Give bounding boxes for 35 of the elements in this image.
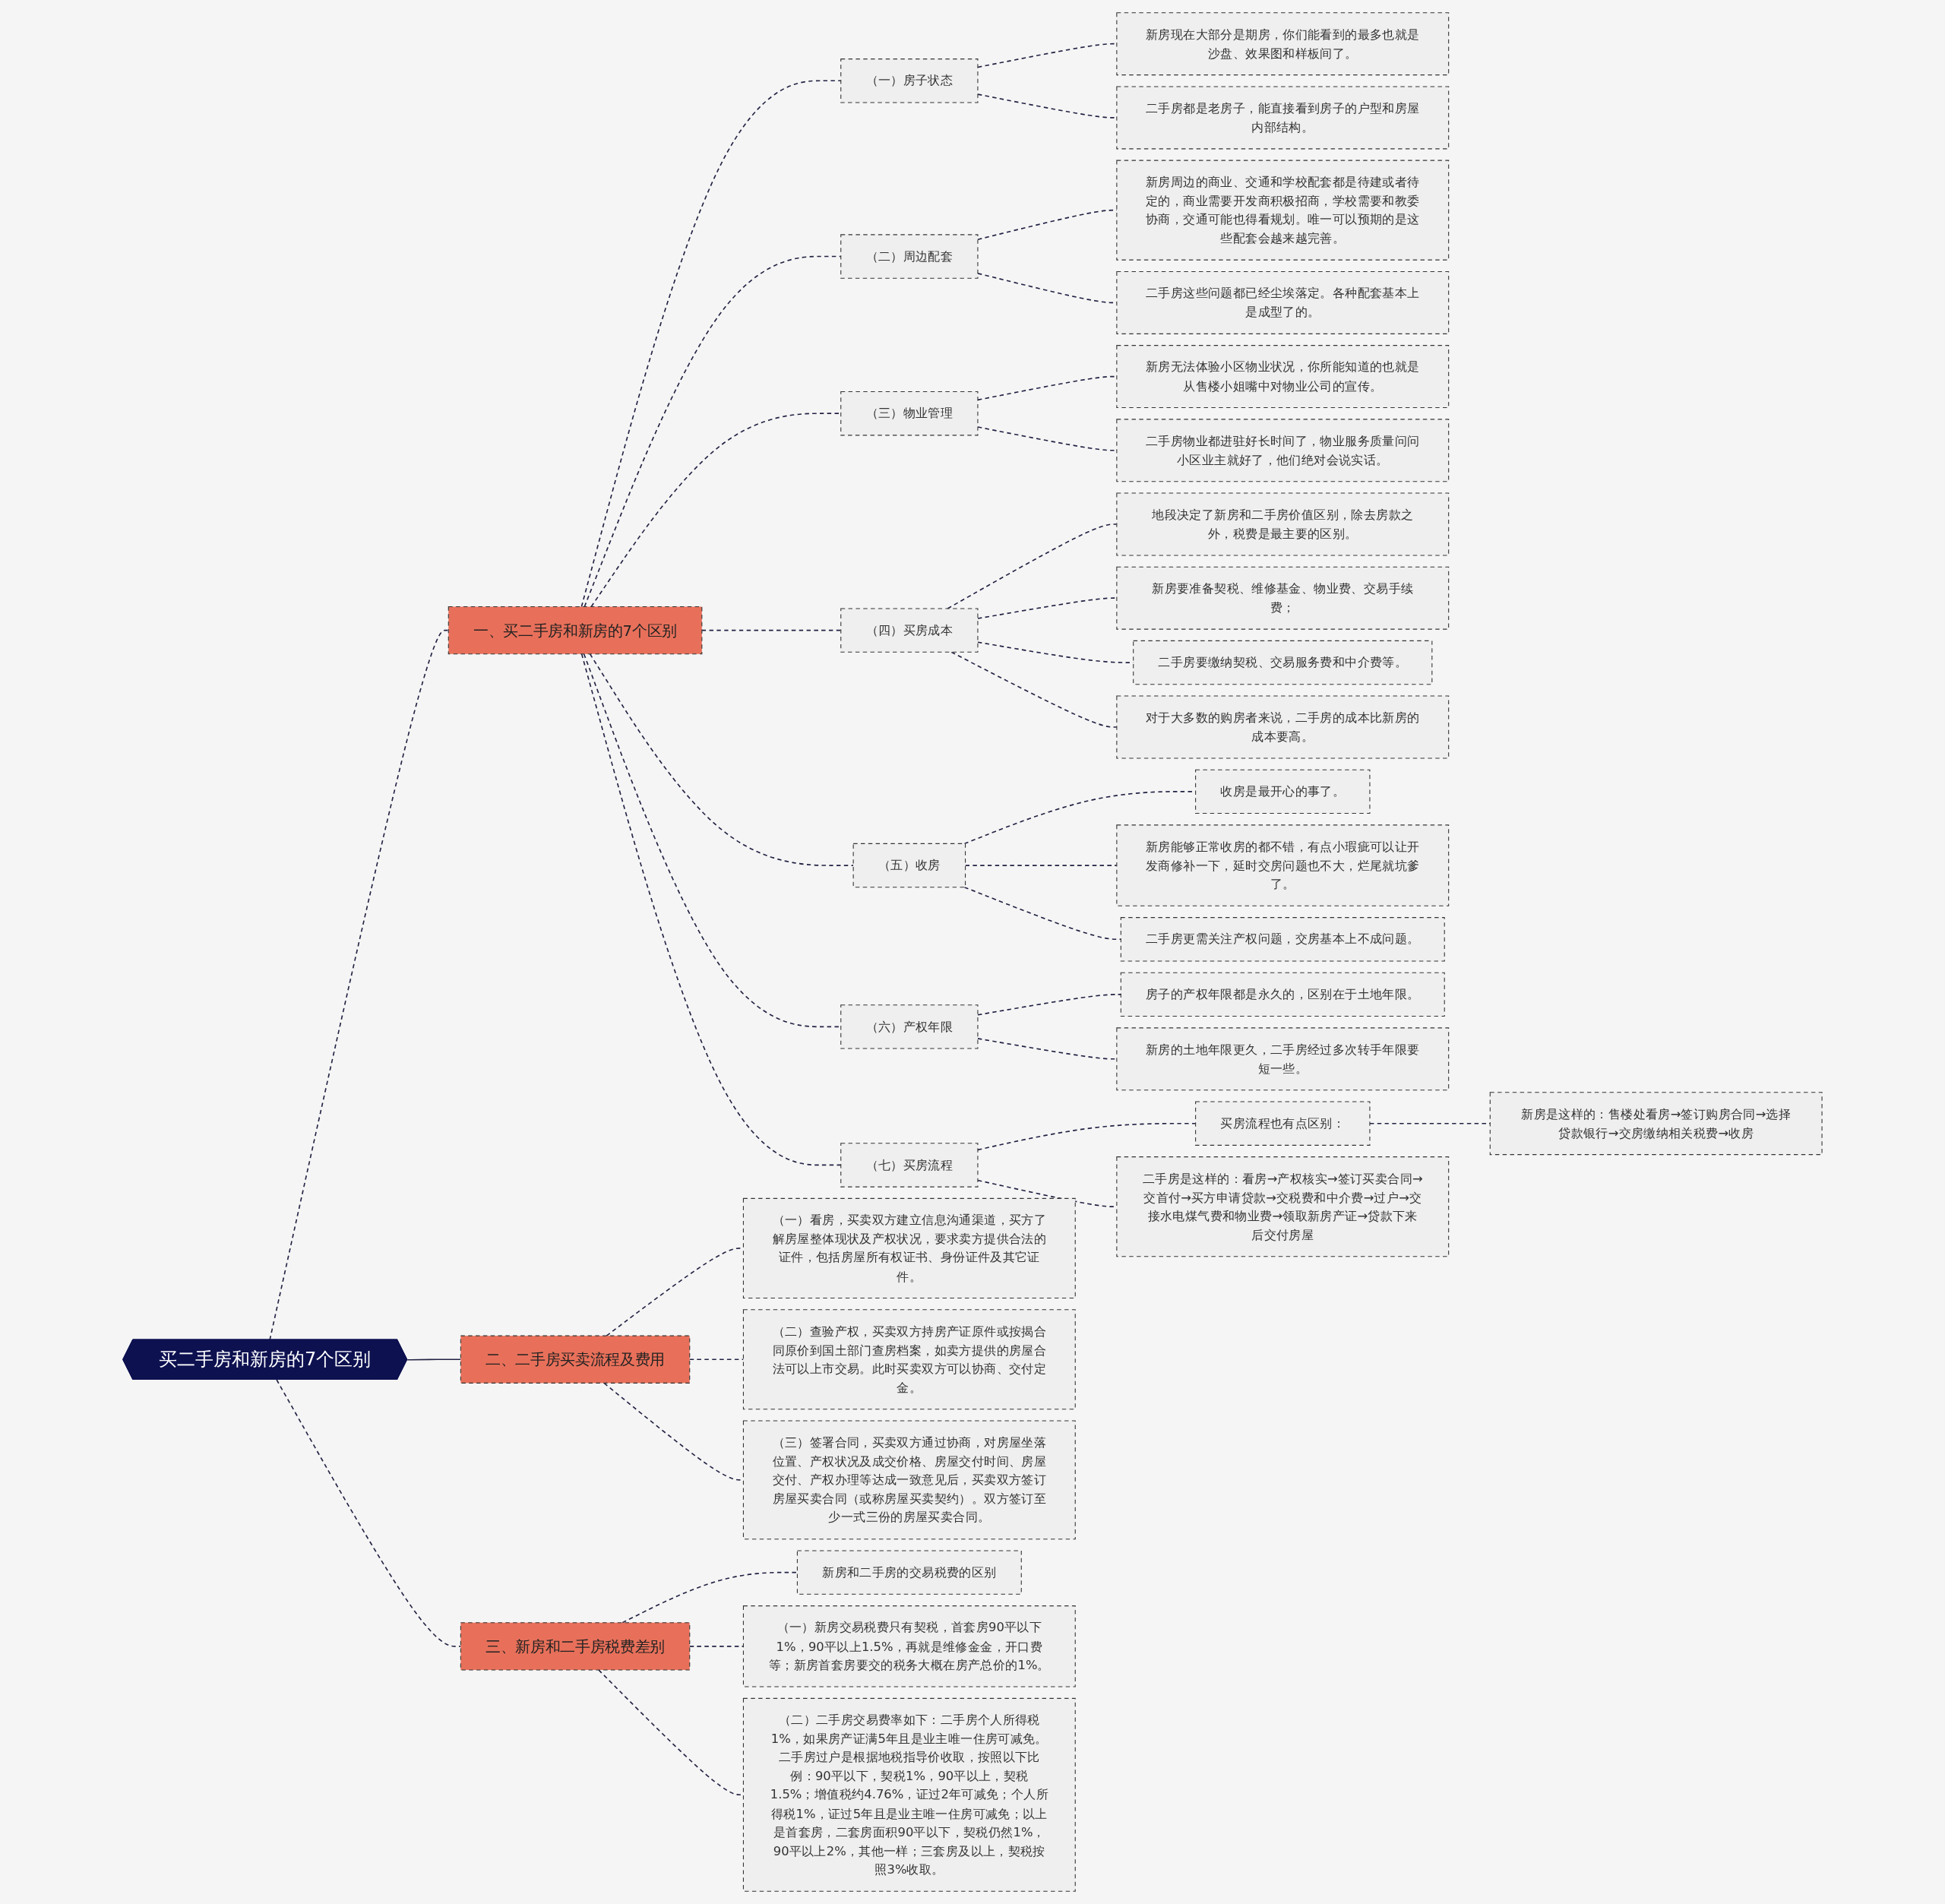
node-box: （二）查验产权，买卖双方持房产证原件或按揭合同原价到国土部门查房档案，如卖方提供的房屋合法可以上市交易。此时买卖双方可以协商、交付定金。 [742, 1309, 1076, 1410]
node-box: （六）产权年限 [840, 1004, 979, 1049]
node-box: （三）签署合同，买卖双方通过协商，对房屋坐落位置、产权状况及成交价格、房屋交付时间、房屋交付、产权办理等达成一致意见后，买卖双方签订房屋买卖合同（或称房屋买卖契约）。双方签订至少一式三份的房屋买卖合同。 [742, 1420, 1076, 1540]
node-box: 二、二手房买卖流程及费用 [460, 1335, 691, 1384]
node-box: 买房流程也有点区别： [1195, 1101, 1371, 1146]
node-box: 二手房要缴纳契税、交易服务费和中介费等。 [1133, 640, 1433, 685]
node-box: 新房是这样的：售楼处看房→签订购房合同→选择贷款银行→交房缴纳相关税费→收房 [1489, 1092, 1823, 1156]
node-box: 新房周边的商业、交通和学校配套都是待建或者待定的，商业需要开发商积极招商，学校需要和教委协商，交通可能也得看规划。唯一可以预期的是这些配套会越来越完善。 [1116, 160, 1450, 261]
node-box: 新房要准备契税、维修基金、物业费、交易手续费； [1116, 566, 1450, 630]
node-box: 新房的土地年限更久，二手房经过多次转手年限要短一些。 [1116, 1027, 1450, 1091]
node-box: 房子的产权年限都是永久的，区别在于土地年限。 [1120, 972, 1445, 1017]
node-box: 二手房更需关注产权问题，交房基本上不成问题。 [1120, 917, 1445, 962]
node-box: （一）房子状态 [840, 59, 979, 103]
node-box: 地段决定了新房和二手房价值区别，除去房款之外，税费是最主要的区别。 [1116, 492, 1450, 556]
connector [964, 865, 1118, 866]
node-box: 收房是最开心的事了。 [1195, 769, 1371, 814]
node-box: （二）二手房交易费率如下：二手房个人所得税1%，如果房产证满5年且是业主唯一住房可减免。二手房过户是根据地税指导价收取，按照以下比例：90平以下，契税1%，90平以上，契税1.5%；增值税约4.76%，证过2年可减免；个人所得税1%，证过5年且是业主唯一住房可减免；以上是首套房，二套房面积90平以下，契税仍然1%，90平以上2%，其他一样；三套房及以上，契税按照3%收取。 [742, 1697, 1076, 1892]
node-box: 新房和二手房的交易税费的区别 [796, 1550, 1022, 1595]
node-box: 二手房物业都进驻好长时间了，物业服务质量问问小区业主就好了，他们绝对会说实话。 [1116, 419, 1450, 482]
node-box: 二手房是这样的：看房→产权核实→签订买卖合同→交首付→买方申请贷款→交税费和中介费→过户→交接水电煤气费和物业费→领取新房产证→贷款下来后交付房屋 [1116, 1156, 1450, 1257]
node-box: 二手房都是老房子，能直接看到房子的户型和房屋内部结构。 [1116, 86, 1450, 150]
node-box: 二手房这些问题都已经尘埃落定。各种配套基本上是成型了的。 [1116, 270, 1450, 334]
node-box: （四）买房成本 [840, 608, 979, 653]
node-box: （七）买房流程 [840, 1143, 979, 1188]
node-box: （五）收房 [852, 843, 966, 888]
node-box: 新房能够正常收房的都不错，有点小瑕疵可以让开发商修补一下，延时交房问题也不大，烂尾就坑爹了。 [1116, 824, 1450, 906]
node-box: （三）物业管理 [840, 391, 979, 436]
node-box: 三、新房和二手房税费差别 [460, 1622, 691, 1671]
node-box: （二）周边配套 [840, 234, 979, 279]
node-box: （一）新房交易税费只有契税，首套房90平以下1%，90平以上1.5%，再就是维修金金，开口费等；新房首套房要交的税务大概在房产总价的1%。 [742, 1605, 1076, 1687]
node-box: 新房无法体验小区物业状况，你所能知道的也就是从售楼小姐嘴中对物业公司的宣传。 [1116, 345, 1450, 409]
node-box: 一、买二手房和新房的7个区别 [448, 606, 703, 655]
node-box: 对于大多数的购房者来说，二手房的成本比新房的成本要高。 [1116, 695, 1450, 759]
node-box: 新房现在大部分是期房，你们能看到的最多也就是沙盘、效果图和样板间了。 [1116, 12, 1450, 76]
node-box: （一）看房，买卖双方建立信息沟通渠道，买方了解房屋整体现状及产权状况，要求卖方提供合法的证件，包括房屋所有权证书、身份证件及其它证件。 [742, 1197, 1076, 1298]
